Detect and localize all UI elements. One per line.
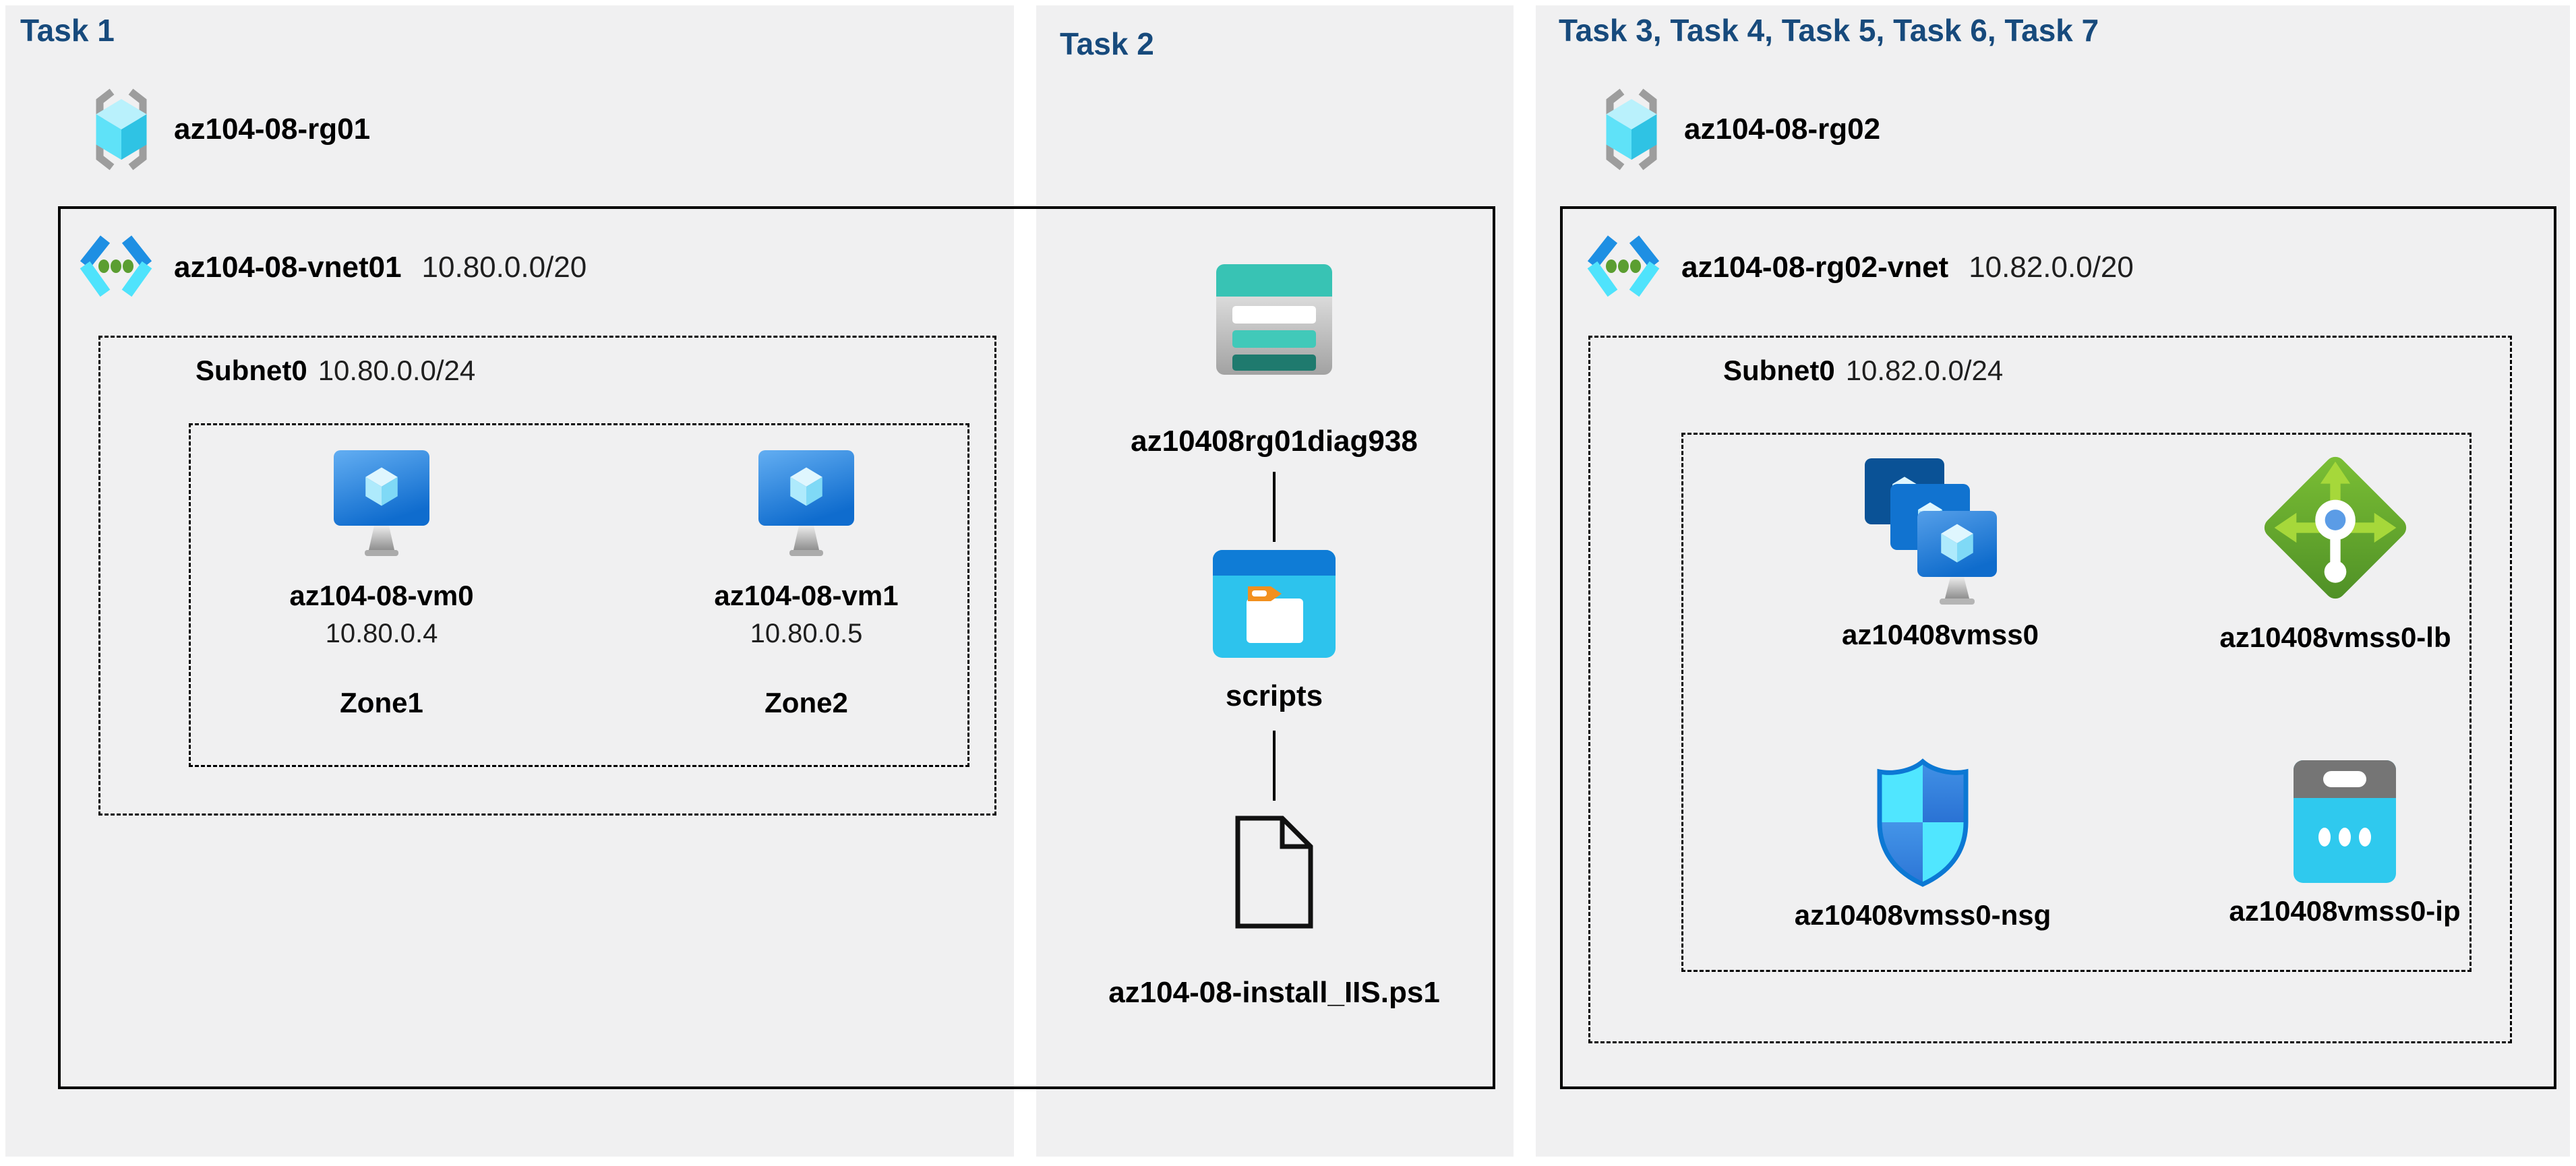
vnet01-cidr: 10.80.0.0/20 — [421, 251, 587, 284]
vnet02-group: az104-08-rg02-vnet 10.82.0.0/20 — [1586, 228, 2134, 307]
nsg-label: az10408vmss0-nsg — [1794, 899, 2051, 931]
virtual-machine-icon — [334, 450, 429, 556]
virtual-network-icon — [80, 235, 152, 297]
vmss-label: az10408vmss0 — [1842, 619, 2039, 650]
vm0-ip: 10.80.0.4 — [325, 619, 438, 648]
load-balancer-label: az10408vmss0-lb — [2219, 621, 2451, 653]
resource-group-icon — [96, 88, 147, 171]
panel-task3 — [1536, 5, 2570, 1157]
public-ip-label: az10408vmss0-ip — [2229, 895, 2461, 927]
vnet02-name: az104-08-rg02-vnet — [1681, 251, 1949, 284]
blob-container-icon — [1213, 550, 1336, 658]
storage-account-item — [1214, 262, 1335, 377]
subnet-name: Subnet0 — [1723, 355, 1835, 386]
load-balancer-icon — [2264, 456, 2407, 599]
vm0-name: az104-08-vm0 — [289, 580, 474, 611]
subnet0-box-rg01 — [98, 336, 996, 816]
script-file-label: az104-08-install_IIS.ps1 — [1108, 976, 1440, 1009]
task2-header: Task 2 — [1060, 26, 1154, 61]
connector-storage-scripts — [1273, 472, 1276, 542]
nsg-group: az10408vmss0-nsg — [1707, 755, 2138, 931]
subnet0-box-rg02 — [1588, 336, 2512, 1043]
connector-scripts-file — [1273, 731, 1276, 801]
rg01-boundary-box — [58, 206, 1495, 1089]
container-item — [1210, 547, 1338, 661]
vnet02-cidr: 10.82.0.0/20 — [1969, 251, 2134, 284]
script-file-item — [1230, 814, 1319, 930]
rg02-boundary-box — [1560, 206, 2556, 1089]
subnet0-rg01-label: Subnet0 10.80.0.0/24 — [196, 355, 475, 387]
network-security-group-icon — [1877, 758, 1969, 887]
public-ip-icon — [2294, 760, 2396, 883]
vm0-zone: Zone1 — [340, 687, 423, 718]
subnet-name: Subnet0 — [196, 355, 307, 386]
rg02-label: az104-08-rg02 — [1684, 113, 1881, 146]
resource-group-icon — [1606, 88, 1657, 171]
task1-header: Task 1 — [20, 13, 115, 48]
virtual-machine-icon — [758, 450, 854, 556]
storage-account-icon — [1216, 264, 1332, 375]
vm-zone-box — [189, 423, 969, 767]
vnet01-name: az104-08-vnet01 — [174, 251, 402, 284]
rg01-group: az104-08-rg01 — [89, 85, 370, 174]
subnet-cidr: 10.82.0.0/24 — [1845, 355, 2004, 386]
subnet-cidr: 10.80.0.0/24 — [318, 355, 476, 386]
panel-task1 — [5, 5, 1014, 1157]
container-label: scripts — [1225, 679, 1323, 712]
vm1-ip: 10.80.0.5 — [750, 619, 863, 648]
load-balancer-group: az10408vmss0-lb — [2120, 443, 2551, 654]
subnet0-rg02-label: Subnet0 10.82.0.0/24 — [1723, 355, 2003, 387]
rg02-group: az104-08-rg02 — [1599, 85, 1880, 174]
rg01-label: az104-08-rg01 — [174, 113, 371, 146]
public-ip-group: az10408vmss0-ip — [2129, 758, 2560, 927]
vm1-group: az104-08-vm1 10.80.0.5 Zone2 — [631, 448, 982, 719]
storage-account-label: az10408rg01diag938 — [1131, 425, 1418, 458]
vmss-resources-box — [1681, 433, 2472, 972]
vmss-group: az10408vmss0 — [1725, 453, 2156, 651]
task3-header: Task 3, Task 4, Task 5, Task 6, Task 7 — [1559, 13, 2099, 48]
vm0-group: az104-08-vm0 10.80.0.4 Zone1 — [206, 448, 557, 719]
file-icon — [1235, 816, 1313, 929]
virtual-network-icon — [1587, 235, 1660, 297]
vm1-name: az104-08-vm1 — [714, 580, 899, 611]
vnet01-group: az104-08-vnet01 10.80.0.0/20 — [78, 228, 587, 307]
vm1-zone: Zone2 — [765, 687, 848, 718]
vm-scale-set-icon — [1865, 458, 1997, 605]
